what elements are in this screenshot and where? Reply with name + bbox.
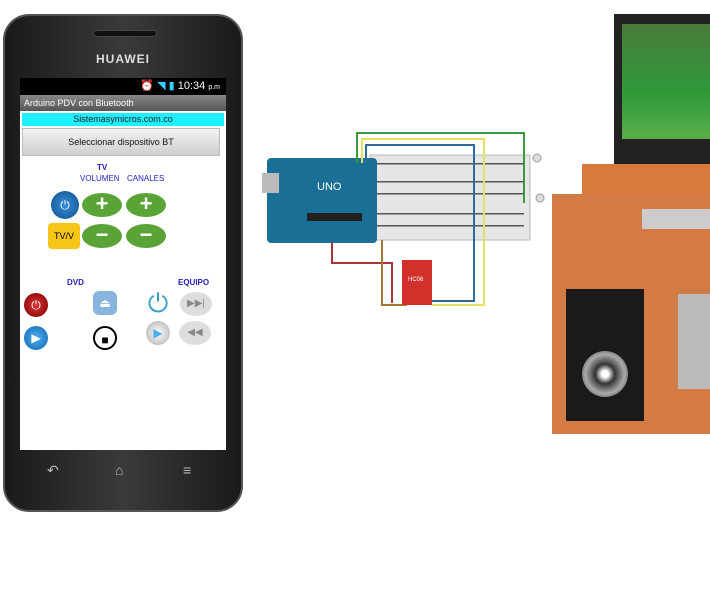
- status-ampm: p.m: [208, 84, 220, 91]
- wire-red: [331, 243, 393, 303]
- site-banner: Sistemasymicros.com.co: [22, 113, 224, 126]
- dvd-play-button[interactable]: ▶: [24, 326, 48, 350]
- arduino-board: [267, 158, 377, 243]
- equipo-play-button[interactable]: ▶: [146, 321, 170, 345]
- phone-brand: HUAWEI: [96, 52, 150, 66]
- dvd-player: [642, 209, 710, 229]
- tv-power-button[interactable]: ⏻: [51, 191, 79, 219]
- power-icon: ⏻: [60, 198, 70, 212]
- eject-icon: ⏏: [99, 296, 111, 310]
- volume-down-button[interactable]: −: [82, 224, 122, 248]
- volume-up-button[interactable]: +: [82, 193, 122, 217]
- module-label: HC06: [408, 277, 424, 283]
- dvd-stop-button[interactable]: ■: [93, 326, 117, 350]
- select-bt-device-button[interactable]: Seleccionar dispositivo BT: [22, 128, 220, 156]
- wifi-icon: ◥: [157, 80, 166, 92]
- volume-label: VOLUMEN: [80, 174, 120, 183]
- channels-label: CANALES: [127, 174, 165, 183]
- menu-icon[interactable]: ≡: [183, 462, 192, 478]
- smartphone: HUAWEI ⏰ ◥ ▮ 10:34 p.m Arduino PDV con B…: [3, 14, 243, 512]
- power-icon: ⏻: [147, 288, 169, 318]
- stop-icon: ■: [101, 333, 109, 347]
- dvd-power-button[interactable]: ⏻: [24, 293, 48, 317]
- status-time: 10:34: [177, 80, 206, 92]
- dvd-eject-button[interactable]: ⏏: [93, 291, 117, 315]
- wire-green: [356, 132, 525, 203]
- equipo-heading: EQUIPO: [178, 278, 210, 287]
- equipo-rewind-button[interactable]: ◀◀: [179, 321, 211, 345]
- play-icon: ▶: [31, 331, 41, 345]
- wire-blue: [365, 144, 475, 302]
- stand-top-shelf: [582, 164, 710, 194]
- channel-up-button[interactable]: +: [126, 193, 166, 217]
- rewind-icon: ◀◀: [187, 327, 203, 338]
- tv-screen: [622, 24, 710, 139]
- television: [614, 14, 710, 164]
- dvd-heading: DVD: [67, 278, 84, 287]
- board-label: UNO: [317, 181, 342, 193]
- back-icon[interactable]: ↶: [47, 462, 59, 478]
- led-2: [535, 193, 545, 203]
- status-bar: ⏰ ◥ ▮ 10:34 p.m: [20, 78, 226, 95]
- woofer: [582, 351, 628, 397]
- stereo-system: [678, 294, 710, 389]
- bluetooth-module: [402, 260, 432, 305]
- alarm-icon: ⏰: [140, 80, 155, 92]
- breadboard: [369, 154, 531, 241]
- arduino-circuit-diagram: UNO HC06: [262, 132, 545, 306]
- power-icon: ⏻: [31, 298, 41, 312]
- speaker-grille: [93, 30, 157, 37]
- play-icon: ▶: [153, 326, 163, 340]
- battery-icon: ▮: [168, 80, 175, 92]
- speaker: [566, 289, 644, 421]
- usb-port: [262, 173, 279, 193]
- microcontroller-chip: [307, 213, 362, 221]
- tv-stand-illustration: [552, 14, 710, 474]
- tv-heading: TV: [97, 163, 108, 172]
- led-1: [532, 153, 542, 163]
- channel-down-button[interactable]: −: [126, 224, 166, 248]
- tv-av-button[interactable]: TV/V: [48, 223, 80, 249]
- app-title: Arduino PDV con Bluetooth: [20, 95, 226, 111]
- skip-forward-icon: ▶▶|: [187, 298, 205, 309]
- wire-brown: [381, 240, 407, 306]
- phone-screen: ⏰ ◥ ▮ 10:34 p.m Arduino PDV con Bluetoot…: [20, 78, 226, 450]
- breadboard-holes: [374, 163, 524, 227]
- equipo-next-button[interactable]: ▶▶|: [180, 292, 212, 316]
- wire-yellow: [361, 138, 485, 306]
- equipo-power-button[interactable]: ⏻: [141, 289, 175, 317]
- home-icon[interactable]: ⌂: [115, 462, 124, 478]
